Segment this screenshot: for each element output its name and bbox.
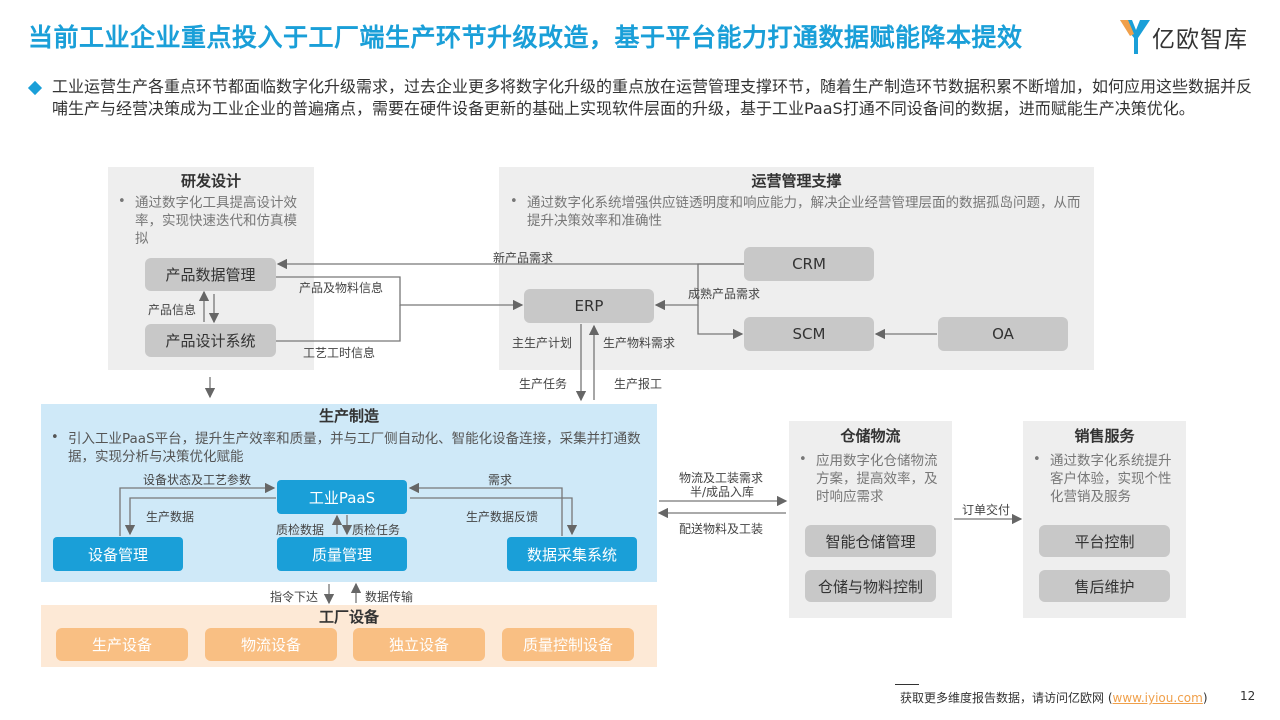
pds-box: 产品设计系统: [145, 324, 276, 357]
rd-title: 研发设计: [180, 172, 241, 190]
lbl-wh-out: 配送物料及工装: [679, 522, 764, 536]
footer-divider: [895, 684, 919, 685]
lbl-prod-data: 生产数据: [146, 510, 195, 524]
lbl-order-delivery: 订单交付: [962, 503, 1011, 517]
quality-mgmt-box: 质量管理: [277, 537, 407, 571]
lbl-production-task: 生产任务: [519, 377, 568, 391]
lbl-material-info: 产品及物料信息: [299, 281, 384, 295]
intro-text: 工业运营生产各重点环节都面临数字化升级需求，过去企业更多将数字化升级的重点放在运…: [52, 77, 1253, 118]
lbl-new-demand: 新产品需求: [493, 251, 554, 265]
erp-box: ERP: [524, 289, 654, 323]
sales-title: 销售服务: [1074, 427, 1135, 445]
paas-box: 工业PaaS: [277, 480, 407, 514]
lbl-feedback: 生产数据反馈: [466, 510, 539, 524]
lbl-command: 指令下达: [270, 590, 319, 604]
lbl-data-transfer: 数据传输: [365, 590, 414, 604]
footer-close: ): [1202, 691, 1208, 705]
lbl-master-plan: 主生产计划: [512, 336, 573, 350]
wms-box: 智能仓储管理: [805, 525, 936, 557]
lbl-mature-demand: 成熟产品需求: [688, 287, 761, 301]
factory-box-standalone: 独立设备: [353, 628, 485, 661]
platform-ctrl-box: 平台控制: [1039, 525, 1170, 557]
storage-ctrl-box: 仓储与物料控制: [805, 570, 936, 602]
lbl-demand: 需求: [488, 473, 513, 487]
lbl-material-demand: 生产物料需求: [603, 336, 676, 350]
sales-desc-bullet: •: [1033, 452, 1041, 467]
mfg-title: 生产制造: [318, 407, 379, 425]
oa-box: OA: [938, 317, 1068, 351]
pdm-box: 产品数据管理: [145, 258, 276, 291]
lbl-qc-data: 质检数据: [276, 523, 325, 537]
device-mgmt-box: 设备管理: [53, 537, 183, 571]
mfg-desc: 引入工业PaaS平台，提升生产效率和质量，并与工厂侧自动化、智能化设备连接，采集…: [68, 431, 641, 465]
crm-box: CRM: [744, 247, 874, 281]
data-collect-box: 数据采集系统: [507, 537, 637, 571]
lbl-qc-task: 质检任务: [352, 523, 401, 537]
scm-box: SCM: [744, 317, 874, 351]
rd-desc-bullet: •: [118, 194, 126, 209]
logo-text: 亿欧智库: [1152, 27, 1248, 53]
ops-title: 运营管理支撑: [751, 172, 842, 190]
lbl-wh-in-1: 物流及工装需求: [679, 471, 764, 485]
lbl-wh-in-2: 半/成品入库: [690, 485, 755, 499]
ops-desc-bullet: •: [510, 194, 518, 209]
sales-desc: 通过数字化系统提升客户体验，实现个性化营销及服务: [1050, 453, 1172, 505]
footer-note: 获取更多维度报告数据，请访问亿欧网 (www.iyiou.com): [900, 689, 1208, 706]
footer-link[interactable]: www.iyiou.com: [1112, 691, 1203, 705]
footer-text: 获取更多维度报告数据，请访问亿欧网 (: [900, 691, 1113, 705]
lbl-production-report: 生产报工: [614, 377, 663, 391]
factory-box-qc: 质量控制设备: [502, 628, 634, 661]
rd-desc: 通过数字化工具提高设计效率，实现快速迭代和仿真模拟: [135, 195, 297, 247]
after-sales-box: 售后维护: [1039, 570, 1170, 602]
mfg-desc-bullet: •: [51, 430, 59, 445]
lbl-process-time: 工艺工时信息: [303, 346, 376, 360]
page-number: 12: [1240, 689, 1256, 703]
warehouse-desc: 应用数字化仓储物流方案，提高效率，及时响应需求: [816, 453, 938, 505]
factory-title: 工厂设备: [318, 608, 379, 626]
warehouse-title: 仓储物流: [840, 427, 901, 445]
factory-box-production: 生产设备: [56, 628, 188, 661]
logo-mark-icon: [1120, 20, 1150, 54]
ops-desc: 通过数字化系统增强供应链透明度和响应能力，解决企业经营管理层面的数据孤岛问题，从…: [527, 195, 1081, 229]
factory-box-logistics: 物流设备: [205, 628, 337, 661]
logo: [1118, 16, 1258, 56]
page-title: 当前工业企业重点投入于工厂端生产环节升级改造，基于平台能力打通数据赋能降本提效: [28, 23, 1023, 52]
warehouse-desc-bullet: •: [799, 452, 807, 467]
lbl-product-info: 产品信息: [148, 303, 197, 317]
lbl-device-status: 设备状态及工艺参数: [143, 473, 252, 487]
